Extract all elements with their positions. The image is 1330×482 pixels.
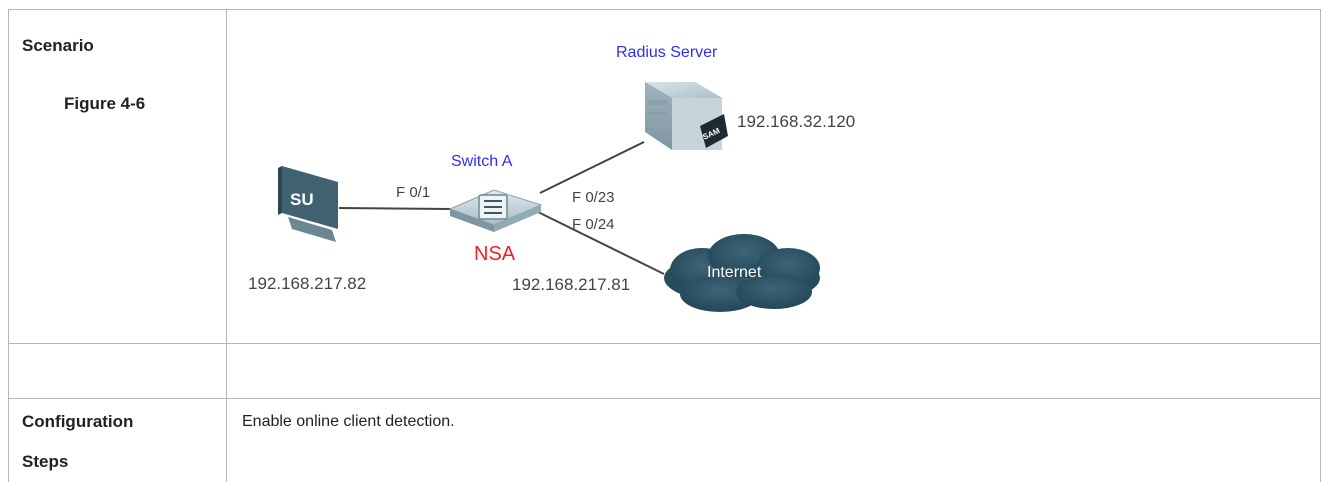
- switch-ip: 192.168.217.81: [512, 275, 630, 294]
- network-diagram: SAM Radius Server 192.168.32.120 Switch …: [248, 44, 855, 312]
- link-client-switch: [338, 207, 451, 210]
- switch-icon: [448, 189, 543, 232]
- internet-cloud-icon: [664, 234, 820, 312]
- figure-label: Figure 4-6: [64, 94, 146, 113]
- table-border-left: [8, 9, 9, 482]
- port-client-label: F 0/1: [396, 184, 430, 201]
- link-switch-radius: [539, 141, 645, 194]
- client-terminal-icon: [278, 166, 338, 242]
- port-internet-label: F 0/24: [572, 216, 615, 233]
- internet-label: Internet: [707, 264, 762, 281]
- scenario-label: Scenario: [22, 36, 94, 55]
- switch-label: Switch A: [451, 153, 513, 170]
- port-radius-label: F 0/23: [572, 189, 615, 206]
- table-border-row2: [8, 398, 1321, 399]
- table-border-divider: [226, 9, 227, 482]
- table-border-row1: [8, 343, 1321, 344]
- radius-server-label: Radius Server: [616, 44, 718, 61]
- link-switch-internet: [537, 211, 665, 275]
- radius-server-icon: [645, 82, 728, 150]
- configuration-label: Configuration: [22, 412, 134, 431]
- switch-role-label: NSA: [474, 243, 516, 265]
- table-border-top: [8, 9, 1321, 10]
- steps-label: Steps: [22, 452, 69, 471]
- radius-server-ip: 192.168.32.120: [737, 112, 855, 131]
- table-border-right: [1320, 9, 1321, 482]
- client-label: SU: [290, 190, 314, 209]
- client-ip: 192.168.217.82: [248, 274, 366, 293]
- configuration-content: Enable online client detection.: [242, 413, 455, 430]
